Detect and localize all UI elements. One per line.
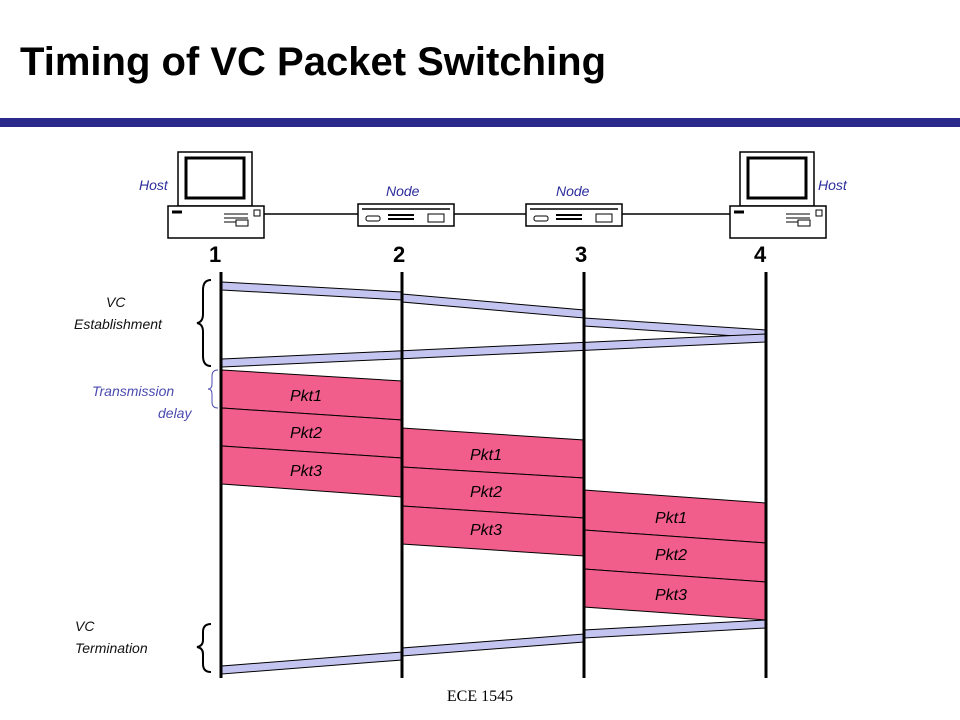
host-label: Host xyxy=(139,177,169,193)
node-label: Node xyxy=(386,183,420,199)
host-label: Host xyxy=(818,177,848,193)
termination-signal xyxy=(221,651,403,675)
packet-block: Pkt2 xyxy=(401,466,585,519)
vc-termination-label: VC Termination xyxy=(75,618,148,656)
transmission-delay-brace xyxy=(207,369,219,409)
packet-block: Pkt2 xyxy=(221,407,403,459)
station-number: 3 xyxy=(575,242,587,267)
slide-footer: ECE 1545 xyxy=(446,688,514,705)
packet-label: Pkt2 xyxy=(655,547,687,564)
packet-label: Pkt1 xyxy=(655,510,687,527)
switch-node-icon xyxy=(357,203,455,227)
station-number: 4 xyxy=(754,242,767,267)
slide-title: Timing of VC Packet Switching xyxy=(20,40,607,84)
computer-icon xyxy=(167,151,265,239)
packet-label: Pkt2 xyxy=(470,484,502,501)
packet-label: Pkt2 xyxy=(290,425,322,442)
packet-block: Pkt1 xyxy=(221,369,403,421)
vc-establishment-label: VC Establishment xyxy=(74,294,163,332)
title-rule xyxy=(0,118,960,127)
setup-signal xyxy=(401,293,585,319)
station-number: 2 xyxy=(393,242,405,267)
packet-block: Pkt3 xyxy=(221,445,403,498)
establishment-brace xyxy=(196,279,212,367)
termination-brace xyxy=(196,623,212,673)
setup-signal xyxy=(221,281,403,301)
node-label: Node xyxy=(556,183,590,199)
packet-label: Pkt1 xyxy=(290,388,322,405)
transmission-delay-label: Transmission delay xyxy=(92,383,192,421)
packet-label: Pkt1 xyxy=(470,447,502,464)
termination-signal xyxy=(583,619,767,639)
packet-label: Pkt3 xyxy=(655,587,687,604)
packet-label: Pkt3 xyxy=(470,522,502,539)
computer-icon xyxy=(729,151,827,239)
confirm-signal xyxy=(221,333,767,368)
station-number: 1 xyxy=(209,242,221,267)
termination-signal xyxy=(401,633,585,657)
packet-label: Pkt3 xyxy=(290,463,322,480)
switch-node-icon xyxy=(525,203,623,227)
